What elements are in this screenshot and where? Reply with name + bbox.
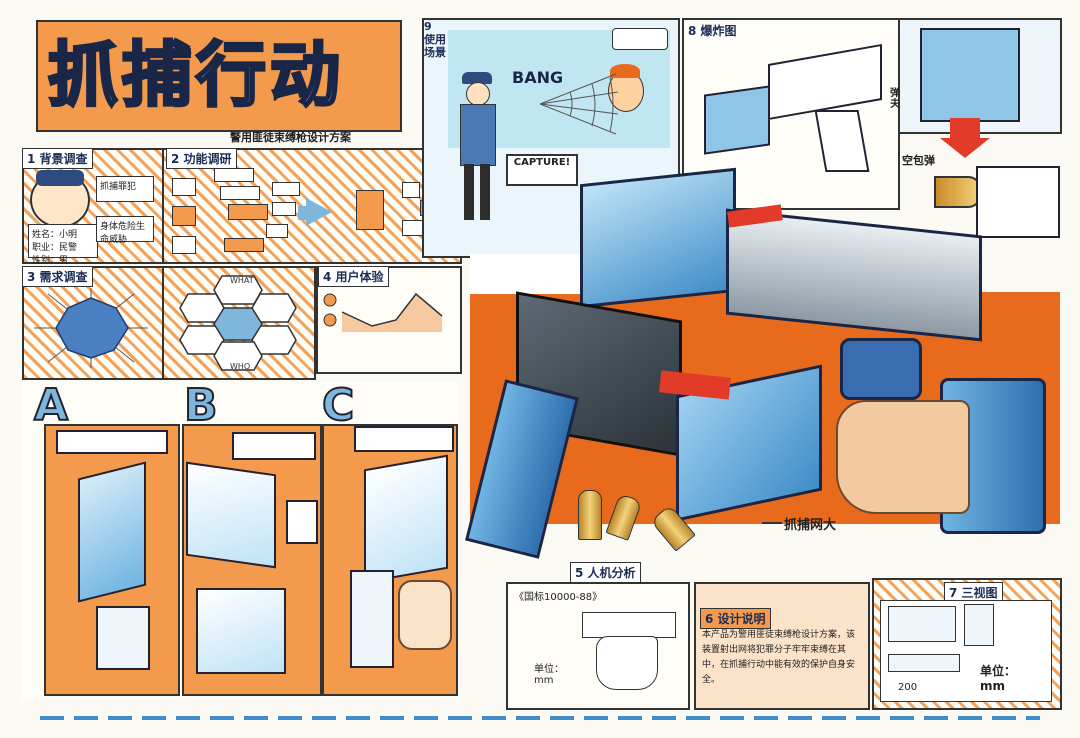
section-2-title: 2 功能调研 [166,148,237,169]
ergonomics-standard: 《国标10000-88》 [514,592,603,603]
variant-a-body [78,461,146,603]
variant-c-sketch [354,426,454,452]
flow-node [402,220,424,236]
ergonomics-hand-outline [596,636,658,690]
section-7-title: 7 三视图 [944,582,1003,603]
cartridge-holder [976,166,1060,238]
police-avatar [30,170,90,228]
net-shot [540,73,619,135]
variant-a-sketch [56,430,168,454]
capture-sign: CAPTURE! [506,154,578,186]
ergonomics-gun-outline [582,612,676,638]
hex-label: WHO [230,362,251,371]
radar-chart [34,288,148,368]
section-design-notes [694,582,870,710]
bubble-1: 抓捕罪犯 [96,176,154,202]
variant-c-letter: C [321,379,355,432]
bottom-stripe [40,716,1040,720]
flow-node [272,202,296,216]
flow-node [266,224,288,238]
flow-node [172,206,196,226]
page-title: 抓捕行动 [47,33,344,118]
section-5-title: 5 人机分析 [570,562,641,583]
police-figure [454,72,500,222]
section-3-title: 3 需求调查 [22,266,93,287]
flow-node [220,186,260,200]
exploded-net-part [704,85,770,155]
persona-card: 姓名：小明职业：民警性别：男 [28,224,98,266]
front-view [888,606,956,642]
flow-node [214,168,254,182]
red-arrowhead-icon [940,138,990,158]
dimension-label: 200 [898,682,918,693]
flow-arrow-body [298,206,308,220]
variant-c-hand [398,580,452,650]
variant-a-detail [96,606,150,670]
flow-node [172,178,196,196]
variant-a-letter: A [33,379,69,432]
section-1-title: 1 背景调查 [22,148,93,169]
top-view [888,654,960,672]
hexagon-diagram [179,275,297,371]
net-launcher-head [580,167,736,309]
hand [836,400,970,514]
red-arrow-icon [950,118,980,140]
variant-c-body [364,454,448,584]
experience-curve [323,292,443,332]
spring-label: 弹夫 [890,88,900,110]
arrow-icon [306,198,332,226]
blank-cartridge [934,176,982,208]
variant-b-detail [286,500,318,544]
flow-node [272,182,300,196]
section-4-title: 4 用户体验 [318,266,389,287]
speech-bubble [612,28,668,50]
three-view-unit: 单位：mm [980,664,1017,693]
variant-b-sketch [232,432,316,460]
ergonomics-unit: 单位：mm [534,664,564,686]
variant-b-detail [196,588,286,674]
variant-b-body [186,461,276,569]
gun-cylinder [840,338,922,400]
callout-line [762,522,782,524]
hex-label: WHAT [230,276,254,285]
bullet [578,490,602,540]
page-subtitle: 警用匪徒束缚枪设计方案 [230,131,351,144]
blank-cartridge-label: 空包弹 [902,154,935,167]
flow-node [172,236,196,254]
flow-node [402,182,420,198]
variant-c-detail [350,570,394,668]
bang-text: BANG [512,68,564,87]
spring-part [920,28,1020,122]
bubble-2: 身体危险生命威胁 [96,216,154,245]
side-view [964,604,994,646]
net-callout-label: 抓捕网大 [784,518,837,533]
design-description: 本产品为警用匪徒束缚枪设计方案，该装置射出网将犯罪分子牢牢束缚在其中，在抓捕行动… [702,630,856,685]
title-block: 抓捕行动 [36,20,402,132]
flow-node [224,238,264,252]
variant-b-letter: B [183,379,219,432]
section-6-title: 6 设计说明 [700,608,771,629]
flow-node [228,204,268,220]
section-8-title: 8 爆炸图 [688,24,737,38]
flow-node [356,190,384,230]
suspect-hair [610,64,640,78]
